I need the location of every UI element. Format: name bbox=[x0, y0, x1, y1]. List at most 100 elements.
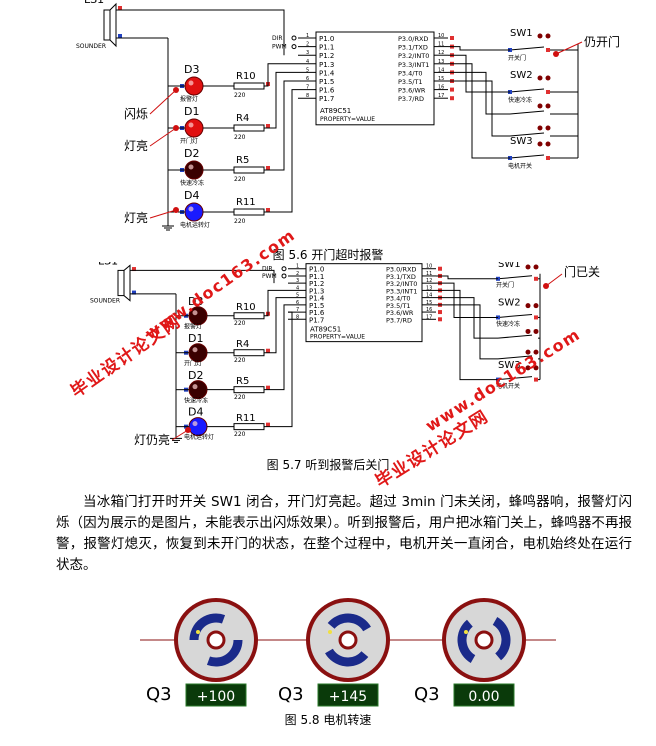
led-label: 报警灯 bbox=[180, 95, 198, 103]
speaker-label: LS1 bbox=[98, 262, 118, 268]
pin-marker bbox=[266, 348, 270, 353]
pin-marker bbox=[546, 90, 550, 94]
input-label: PWM bbox=[272, 44, 287, 51]
chip-pin-label: P3.7/RD bbox=[398, 95, 424, 103]
chip-pin-number: 12 bbox=[438, 50, 444, 56]
led-label: 开门灯 bbox=[180, 137, 198, 145]
led-label: 电机运转灯 bbox=[184, 433, 214, 441]
led-1 bbox=[184, 118, 204, 138]
motor-readout-box bbox=[317, 683, 379, 707]
chip-pin-label: P3.1/TXD bbox=[398, 44, 428, 52]
pin-marker bbox=[546, 156, 550, 160]
switch-button bbox=[545, 75, 551, 81]
resistor-body bbox=[233, 349, 265, 357]
resistor-body bbox=[233, 208, 265, 216]
chip-pin-number: 10 bbox=[426, 264, 432, 270]
led-ref: D3 bbox=[188, 295, 203, 308]
chip-pin-label: P1.5 bbox=[309, 302, 324, 310]
resistor-ref: R10 bbox=[236, 71, 256, 82]
switch-button bbox=[533, 365, 539, 371]
annotation-arrowhead bbox=[185, 427, 191, 433]
chip-pin-label: P1.3 bbox=[309, 287, 324, 295]
pin-marker bbox=[438, 310, 442, 315]
annotation-3: 仍开门 bbox=[584, 34, 620, 49]
led-label: 报警灯 bbox=[184, 322, 202, 330]
chip-pin-number: 12 bbox=[426, 278, 432, 284]
chip-pin-number: 14 bbox=[426, 293, 432, 299]
input-terminal bbox=[291, 44, 297, 50]
speaker-name: SOUNDER bbox=[76, 43, 106, 50]
chip-pin-label: P3.3/INT1 bbox=[398, 61, 429, 69]
switch-button bbox=[525, 264, 531, 270]
pin-marker bbox=[266, 422, 270, 427]
resistor-ref: R5 bbox=[236, 155, 249, 166]
led-2 bbox=[184, 160, 204, 180]
led-3 bbox=[184, 202, 204, 222]
pin-marker bbox=[534, 315, 538, 320]
chip-pin-label: P1.0 bbox=[309, 266, 324, 274]
motor-rotor bbox=[327, 613, 371, 632]
motor-marker bbox=[328, 630, 332, 634]
annotation-2: 灯亮 bbox=[124, 210, 148, 225]
motor-label: Q3 bbox=[146, 684, 172, 705]
resistor-value: 220 bbox=[234, 431, 246, 438]
led-1 bbox=[188, 343, 208, 363]
switch-contact bbox=[509, 46, 545, 51]
motor-rotor bbox=[492, 617, 511, 661]
pin-marker bbox=[546, 48, 550, 52]
switch-contact bbox=[497, 355, 533, 360]
wire bbox=[264, 289, 288, 317]
motor-readout-value: +100 bbox=[197, 689, 235, 705]
chip-pin-label: P1.4 bbox=[309, 295, 325, 303]
chip-pin-number: 2 bbox=[296, 271, 299, 277]
annotation-arrow bbox=[545, 273, 563, 287]
wire bbox=[264, 89, 298, 213]
chip-pin-label: P1.6 bbox=[309, 309, 325, 317]
chip-pin-number: 17 bbox=[426, 314, 432, 320]
wire bbox=[116, 9, 285, 56]
switch-ref: SW2 bbox=[510, 70, 533, 81]
chip-pin-label: P1.2 bbox=[309, 280, 324, 288]
led-0 bbox=[188, 306, 208, 326]
resistor-value: 220 bbox=[234, 92, 246, 99]
switch-button bbox=[525, 365, 531, 371]
chip-pin-number: 3 bbox=[296, 278, 299, 284]
led-highlight bbox=[192, 384, 198, 390]
led-label: 快速冷冻 bbox=[184, 396, 208, 404]
switch-contact bbox=[509, 132, 545, 137]
motor-readout-box bbox=[185, 683, 247, 707]
chip-pin-number: 15 bbox=[438, 76, 444, 82]
speaker-label: LS1 bbox=[84, 0, 104, 6]
chip-pin-label: P3.1/TXD bbox=[386, 273, 416, 281]
chip-body bbox=[315, 31, 435, 126]
wire bbox=[436, 282, 498, 318]
chip-pin-label: P1.0 bbox=[319, 35, 334, 43]
chip-pin-number: 7 bbox=[306, 85, 309, 91]
chip-pin-number: 14 bbox=[438, 67, 444, 73]
switch-contact bbox=[509, 88, 545, 93]
switch-label: 开关门 bbox=[508, 54, 526, 62]
led-highlight bbox=[188, 164, 194, 170]
resistor-value: 220 bbox=[234, 394, 246, 401]
switch-contact bbox=[497, 275, 533, 280]
speaker-icon bbox=[117, 269, 125, 297]
led-highlight bbox=[192, 421, 198, 427]
resistor-body bbox=[233, 82, 265, 90]
chip-pin-number: 10 bbox=[438, 33, 444, 39]
resistor-ref: R5 bbox=[236, 376, 249, 387]
motor-marker bbox=[464, 630, 468, 634]
chip-pin-number: 6 bbox=[306, 76, 309, 82]
annotation-arrowhead bbox=[173, 125, 179, 131]
pin-marker bbox=[450, 36, 454, 40]
chip-pin-label: P3.3/INT1 bbox=[386, 287, 417, 295]
chip-pin-label: P3.4/T0 bbox=[386, 295, 411, 303]
chip-pin-number: 2 bbox=[306, 42, 309, 48]
switch-button bbox=[525, 349, 531, 355]
chip-pin-label: P3.0/RXD bbox=[386, 266, 416, 274]
speaker-cone bbox=[123, 264, 131, 302]
switch-ref: SW1 bbox=[510, 28, 533, 39]
switch-button bbox=[545, 125, 551, 131]
switch-label: 电机开关 bbox=[496, 382, 520, 390]
chip-pin-number: 16 bbox=[426, 307, 432, 313]
resistor-ref: R11 bbox=[236, 413, 256, 424]
